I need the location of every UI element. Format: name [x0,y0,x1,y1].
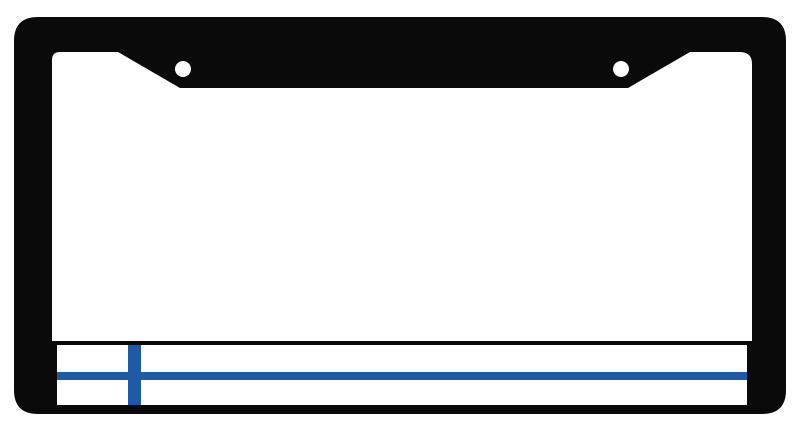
mounting-hole-left [175,61,191,77]
flag-cross-horizontal [57,372,747,380]
mounting-hole-right [613,61,629,77]
flag-cross-vertical [128,345,141,405]
finland-flag-strip [57,345,747,405]
